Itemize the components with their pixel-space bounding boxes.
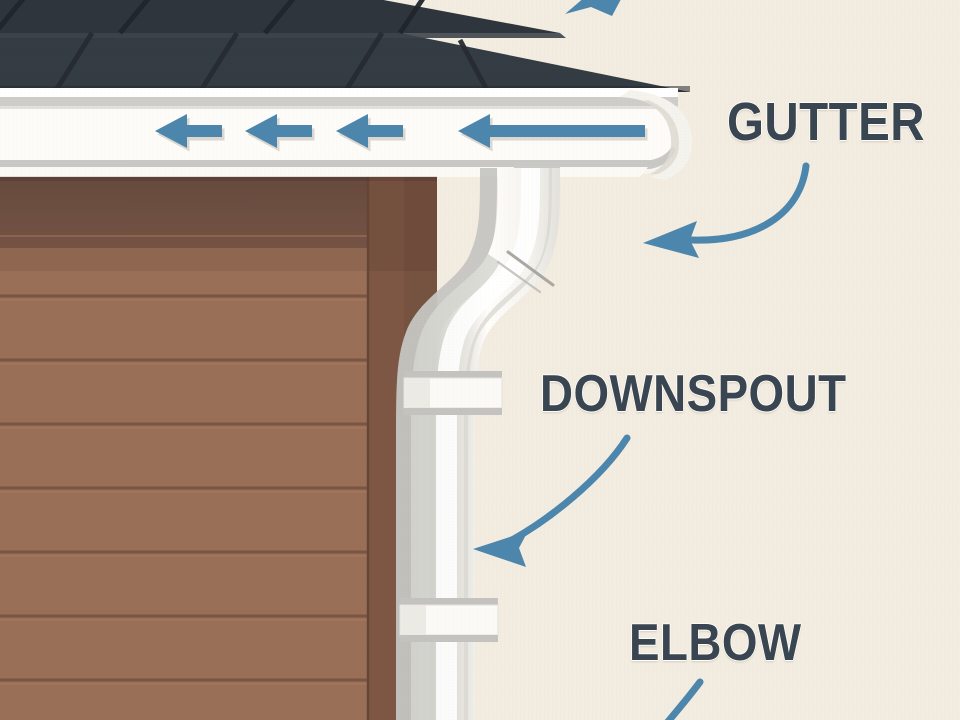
elbow-joint-seam — [506, 250, 555, 287]
house-siding — [0, 176, 437, 720]
label-gutter: GUTTER — [727, 92, 925, 152]
downspout-assembly — [396, 162, 560, 720]
elbow-pointer-arrow — [664, 678, 704, 720]
label-downspout: DOWNSPOUT — [540, 365, 847, 423]
flow-arrow-4 — [458, 114, 645, 148]
gutter-flow-arrows — [155, 114, 648, 152]
flow-arrow-1 — [155, 114, 222, 148]
flow-arrow-3 — [336, 114, 403, 148]
gutter-arrowhead — [643, 221, 699, 258]
downspout-bracket-lower — [399, 598, 499, 642]
downspout-arrowhead — [473, 531, 528, 567]
downspout-bracket-upper — [403, 371, 503, 415]
downspout-shadow — [396, 168, 497, 720]
flow-arrow-2 — [245, 114, 312, 148]
gutter-pointer-arrow — [688, 162, 810, 244]
label-elbow: ELBOW — [629, 614, 802, 672]
pointer-arrowheads — [473, 221, 699, 567]
roof-runoff-arrow — [565, 0, 621, 16]
